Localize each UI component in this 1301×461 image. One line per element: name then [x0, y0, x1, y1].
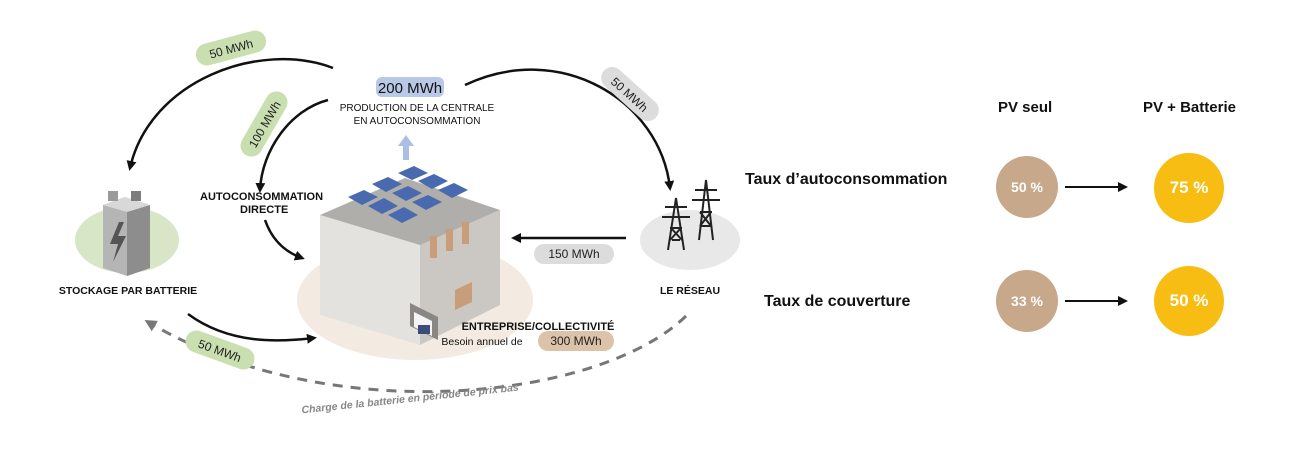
autoconsommation-label-line1: AUTOCONSOMMATION [200, 191, 323, 203]
production-label-line2: EN AUTOCONSOMMATION [354, 116, 481, 127]
pill-production-bg [376, 77, 444, 97]
pill-direct-bg [240, 91, 288, 157]
battery-icon [103, 191, 150, 276]
autoconsommation-label-line2: DIRECTE [240, 204, 288, 216]
grid-ground [640, 210, 740, 270]
production-arrow-icon [398, 135, 414, 160]
battery-label: STOCKAGE PAR BATTERIE [59, 285, 197, 297]
column-header-pv-battery: PV + Batterie [1143, 99, 1236, 116]
metric-label-autoconsommation: Taux d’autoconsommation [745, 171, 948, 188]
pill-from-grid-bg [534, 244, 614, 264]
need-value: 300 MWh [550, 334, 601, 348]
flow-from-grid-value: 150 MWh [548, 247, 599, 261]
grid-label: LE RÉSEAU [660, 284, 720, 297]
charge-note: Charge de la batterie en période de prix… [301, 382, 519, 417]
metric-label-couverture: Taux de couverture [764, 293, 911, 310]
production-value: 200 MWh [378, 80, 442, 97]
arrow-direct-to-company [263, 219, 305, 261]
building-icon [320, 166, 500, 345]
pill-to-grid-bg [601, 66, 659, 122]
arrow-production-to-direct [255, 98, 329, 193]
pill-battery-to-company-bg [185, 330, 255, 370]
production-label-line1: PRODUCTION DE LA CENTRALE [340, 103, 495, 114]
arrow-production-to-grid [464, 68, 675, 191]
pylon-icon [662, 179, 720, 251]
company-title: ENTREPRISE/COLLECTIVITÉ [462, 320, 615, 333]
company-need-label: Besoin annuel de [441, 336, 522, 348]
pill-need-bg [538, 331, 614, 351]
pv-battery-value-autoconsommation: 75 % [1154, 153, 1224, 223]
pill-to-battery-bg [195, 30, 267, 66]
arrow-battery-to-company [187, 312, 317, 344]
pv-battery-value-couverture: 50 % [1154, 266, 1224, 336]
arrow-production-to-battery [126, 58, 334, 171]
pv-value-autoconsommation: 50 % [996, 156, 1058, 218]
column-header-pv: PV seul [998, 99, 1053, 116]
pv-value-couverture: 33 % [996, 270, 1058, 332]
